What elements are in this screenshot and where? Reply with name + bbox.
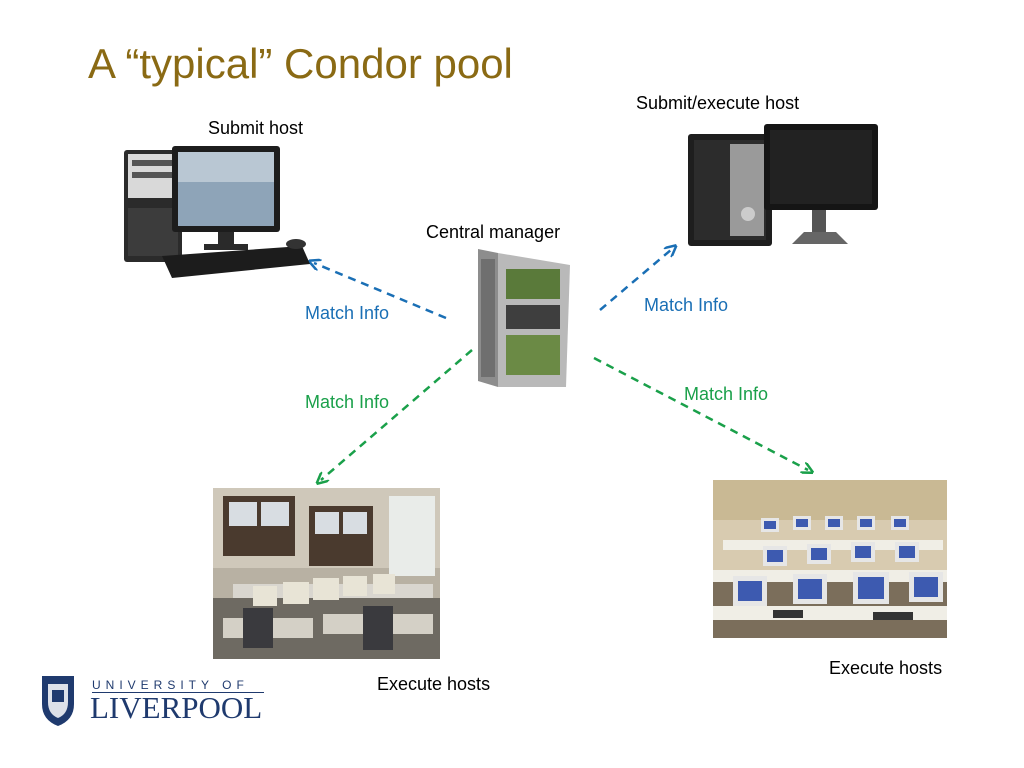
logo-rule (92, 692, 264, 693)
match-info-label-submit: Match Info (305, 303, 390, 323)
logo-top-text: UNIVERSITY OF (92, 678, 249, 692)
crest-icon (42, 676, 74, 726)
match-info-label-submit-execute: Match Info (644, 295, 729, 315)
label-execute-hosts-right: Execute hosts (829, 658, 943, 678)
submit-host-computer-image (124, 146, 310, 278)
match-info-label-execute-left: Match Info (305, 392, 390, 412)
label-central-manager: Central manager (426, 222, 561, 242)
execute-hosts-lab-photo-right (713, 480, 947, 638)
arrow-to-submit-host (314, 263, 447, 320)
arrow-to-submit-execute-host (599, 249, 672, 311)
label-submit-host: Submit host (208, 118, 304, 138)
slide-title: A “typical” Condor pool (88, 40, 513, 87)
university-logo: UNIVERSITY OF LIVERPOOL (40, 672, 270, 728)
submit-execute-host-computer-image (688, 124, 878, 246)
label-submit-execute-host: Submit/execute host (636, 93, 800, 113)
central-manager-server-image (478, 249, 570, 387)
logo-main-text: LIVERPOOL (90, 690, 263, 725)
arrow-to-execute-hosts-left (321, 349, 473, 480)
label-execute-hosts-left: Execute hosts (377, 674, 491, 694)
match-info-label-execute-right: Match Info (684, 384, 769, 404)
execute-hosts-lab-photo-left (213, 488, 440, 659)
arrow-to-execute-hosts-right (593, 356, 808, 470)
